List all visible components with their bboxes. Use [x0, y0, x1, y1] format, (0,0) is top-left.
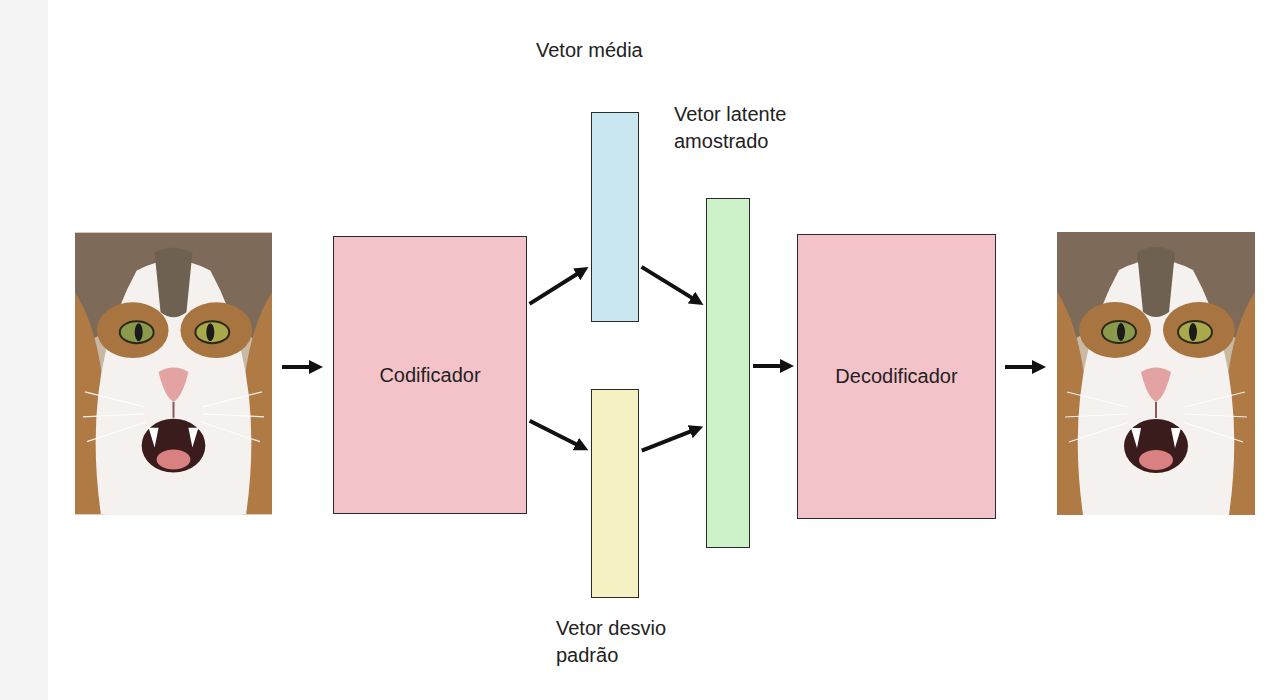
latent-vector: Vetor latente amostrado	[706, 198, 750, 548]
input-arrow	[282, 365, 311, 369]
box-label: Decodificador	[829, 363, 963, 390]
input-cat-image	[75, 233, 272, 515]
decoder-box: Decodificador	[797, 234, 996, 519]
vector-label: Vetor latente amostrado	[674, 101, 844, 155]
std-vector: Vetor desvio padrão	[591, 389, 639, 598]
side-strip	[0, 0, 48, 700]
flow-arrow	[753, 364, 782, 368]
flow-arrow	[642, 431, 692, 451]
output-arrow	[1005, 365, 1034, 369]
vector-label: Vetor desvio padrão	[556, 615, 696, 669]
output-cat-image	[1057, 232, 1255, 515]
mean-vector: Vetor média	[591, 112, 639, 322]
flow-arrow	[642, 267, 694, 299]
box-label: Codificador	[373, 362, 486, 389]
encoder-box: Codificador	[333, 236, 527, 514]
flow-arrow	[530, 273, 579, 304]
flow-arrow	[530, 421, 578, 445]
vector-label: Vetor média	[536, 37, 643, 64]
